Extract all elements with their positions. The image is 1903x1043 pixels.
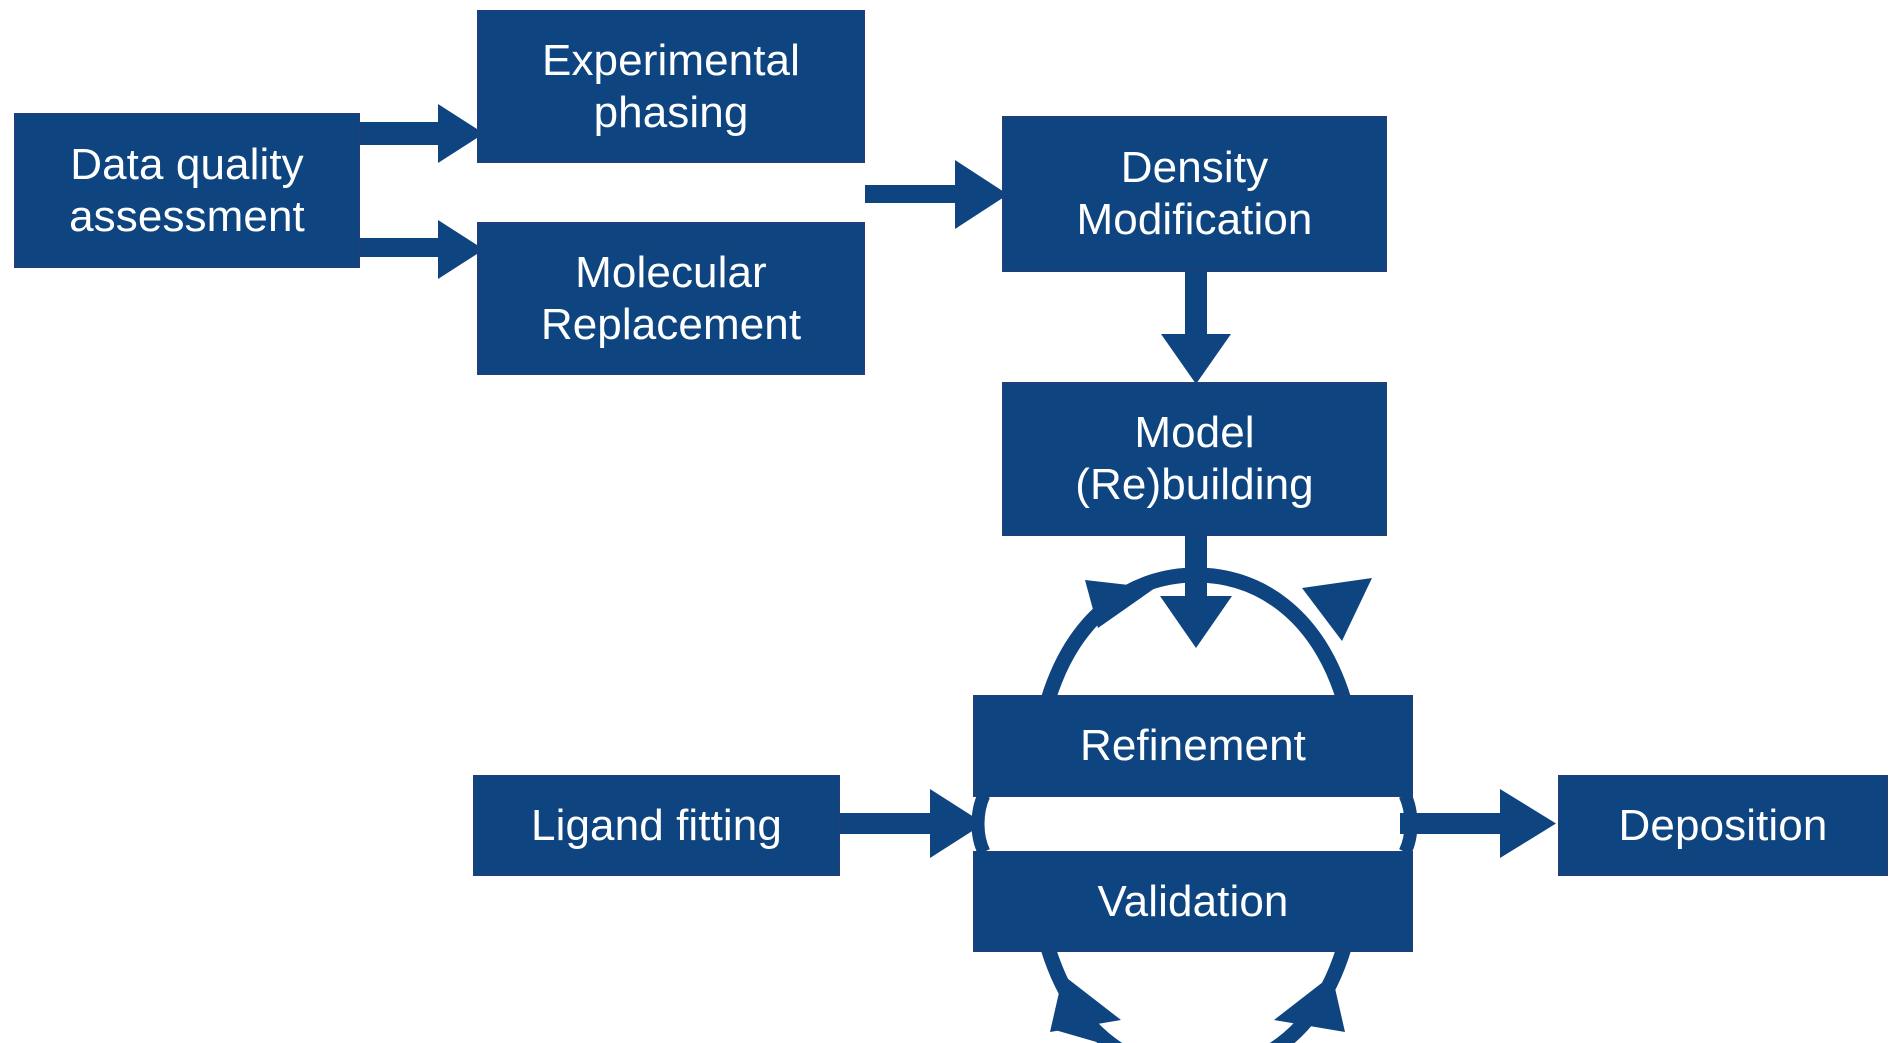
edge-cycle-top-arc xyxy=(1040,567,1372,703)
node-data-quality-assessment[interactable]: Data quality assessment xyxy=(14,113,360,268)
edge-cycle-bottom-arc xyxy=(1040,945,1352,1043)
node-molecular-replacement[interactable]: Molecular Replacement xyxy=(477,222,865,375)
node-refinement[interactable]: Refinement xyxy=(973,695,1413,797)
edge-data-quality-to-molecular-replacement xyxy=(360,220,484,279)
node-ligand-fitting[interactable]: Ligand fitting xyxy=(473,775,840,876)
node-validation[interactable]: Validation xyxy=(973,851,1413,952)
edge-phasing-to-density-modification xyxy=(865,160,1008,229)
edge-data-quality-to-experimental-phasing xyxy=(360,104,484,163)
node-density-modification[interactable]: Density Modification xyxy=(1002,116,1387,272)
edge-ligand-fitting-to-cycle xyxy=(840,789,984,858)
edge-model-rebuilding-to-cycle xyxy=(1160,536,1232,648)
node-model-rebuilding[interactable]: Model (Re)building xyxy=(1002,382,1387,536)
node-deposition[interactable]: Deposition xyxy=(1558,775,1888,876)
edge-cycle-to-deposition xyxy=(1400,789,1556,858)
node-experimental-phasing[interactable]: Experimental phasing xyxy=(477,10,865,163)
edge-density-modification-to-model-rebuilding xyxy=(1161,272,1231,384)
